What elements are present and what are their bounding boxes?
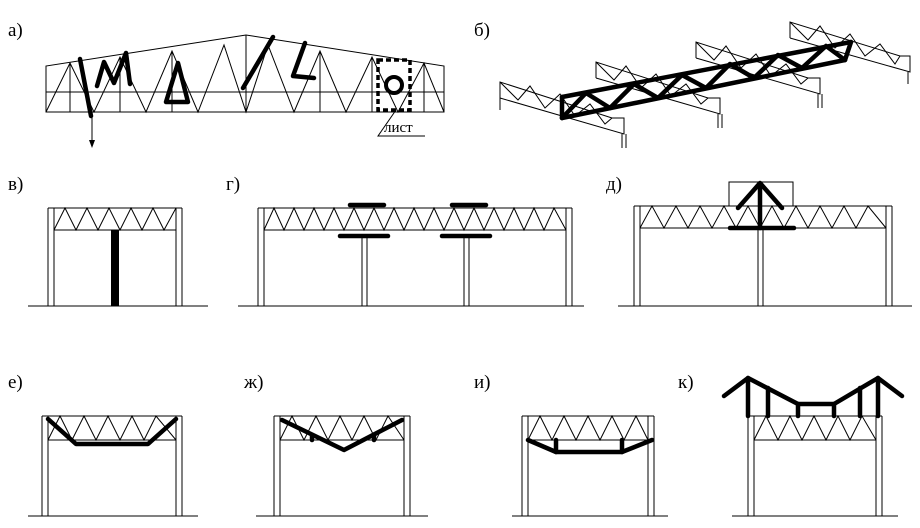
lantern-frame-d bbox=[727, 180, 797, 231]
frame-k bbox=[732, 414, 898, 517]
panel-e: е) bbox=[8, 372, 198, 517]
frame-zh bbox=[256, 414, 428, 517]
panel-i: и) bbox=[474, 372, 668, 517]
frame-d bbox=[618, 181, 912, 307]
label-v: в) bbox=[8, 174, 23, 195]
label-e: е) bbox=[8, 372, 23, 393]
lower-chord-i bbox=[525, 437, 655, 455]
upper-roof-k bbox=[721, 375, 905, 419]
panel-zh: ж) bbox=[243, 372, 428, 517]
label-zh: ж) bbox=[243, 372, 263, 393]
label-g: г) bbox=[226, 174, 240, 195]
label-d: д) bbox=[606, 174, 622, 195]
panel-a: а) лист bbox=[8, 20, 445, 148]
sheet-label: лист bbox=[384, 120, 413, 136]
label-i: и) bbox=[474, 372, 491, 393]
truss-frames-b bbox=[499, 21, 911, 148]
frame-v bbox=[28, 206, 208, 307]
panel-v: в) bbox=[8, 174, 208, 307]
highlighted-members-a bbox=[77, 34, 317, 119]
panel-d: д) bbox=[606, 174, 912, 307]
label-k: к) bbox=[678, 372, 694, 393]
bottom-chord-zh bbox=[279, 417, 405, 453]
frame-i bbox=[512, 414, 668, 517]
horizontal-struts-g bbox=[337, 202, 493, 239]
longitudinal-truss-b bbox=[559, 39, 854, 121]
vertical-brace-v bbox=[111, 230, 119, 306]
panel-g: г) bbox=[226, 174, 584, 307]
truss-a bbox=[45, 34, 445, 114]
panel-b: б) bbox=[474, 20, 911, 148]
gusset-sheet: лист bbox=[376, 58, 425, 137]
frame-e bbox=[28, 414, 198, 517]
label-a: а) bbox=[8, 20, 23, 41]
bottom-chord-e bbox=[45, 416, 179, 447]
panel-k: к) bbox=[678, 372, 905, 517]
load-arrow bbox=[89, 116, 95, 148]
frame-g bbox=[238, 206, 584, 307]
label-b: б) bbox=[474, 20, 490, 41]
